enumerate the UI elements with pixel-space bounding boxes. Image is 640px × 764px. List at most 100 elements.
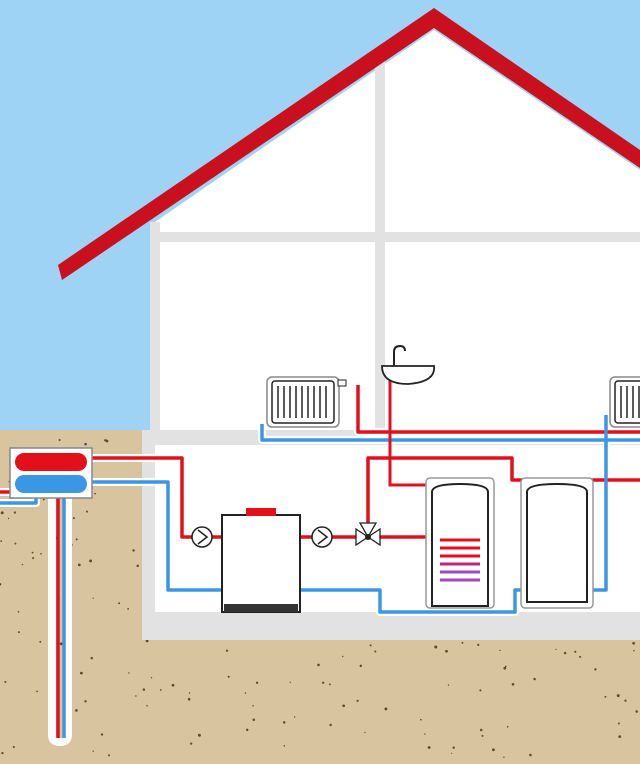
soil-speck [359,664,363,668]
soil-speck [633,650,635,652]
soil-speck [188,692,191,694]
soil-speck [142,688,146,691]
soil-speck [58,438,61,442]
soil-speck [84,700,87,703]
soil-speck [579,655,582,658]
soil-speck [529,753,532,757]
heat-pump-unit [221,508,301,613]
soil-speck [190,742,193,745]
soil-speck [479,689,482,692]
soil-speck [461,641,464,644]
soil-speck [563,651,567,655]
soil-speck [32,557,35,560]
soil-speck [342,655,344,658]
soil-speck [7,517,10,520]
soil-speck [503,666,507,670]
soil-speck [59,642,63,646]
soil-speck [145,639,149,643]
soil-speck [108,754,110,757]
pump-icon [191,526,213,548]
soil-speck [13,511,17,514]
soil-speck [342,704,346,708]
soil-speck [356,699,359,702]
soil-speck [329,723,332,727]
soil-speck [77,563,81,567]
soil-speck [14,542,17,545]
soil-speck [555,648,557,651]
soil-speck [604,695,607,698]
soil-speck [0,511,4,515]
soil-speck [283,745,286,747]
soil-speck [499,649,501,652]
soil-speck [317,663,320,667]
soil-speck [90,656,94,660]
soil-speck [244,692,247,694]
radiator-icon [609,376,640,428]
soil-speck [451,752,453,754]
soil-speck [80,671,83,675]
soil-speck [635,710,638,713]
house-gable-wall [155,30,640,430]
soil-speck [374,650,377,653]
collector-box [9,447,93,499]
soil-speck [506,725,509,728]
soil-speck [384,707,388,711]
cold-pipes [0,415,640,738]
soil-speck [294,716,296,718]
soil-speck [632,641,635,645]
soil-speck [479,728,483,732]
soil-speck [618,735,622,738]
soil-speck [452,746,455,749]
soil-speck [40,552,42,555]
soil-speck [146,705,148,707]
soil-speck [75,709,78,712]
soil-speck [447,684,450,686]
soil-speck [624,699,627,702]
soil-speck [477,643,480,647]
soil-speck [17,631,20,634]
soil-speck [328,683,331,686]
soil-speck [84,442,87,446]
soil-speck [42,498,45,501]
three-way-valve-icon [355,522,381,547]
soil-speck [1,751,4,755]
soil-speck [533,677,536,681]
soil-speck [503,756,505,758]
radiator-icon [266,376,347,428]
soil-speck [511,682,515,686]
soil-speck [434,645,438,649]
soil-speck [12,745,15,749]
soil-speck [322,681,325,684]
soil-speck [0,582,2,586]
soil-speck [105,439,109,443]
soil-speck [92,750,94,752]
soil-speck [369,644,372,647]
soil-speck [159,689,162,691]
soil-speck [128,672,130,674]
soil-speck [171,683,175,687]
soil-speck [616,694,620,698]
soil-speck [92,597,94,599]
soil-speck [72,517,75,520]
washbasin-icon [381,344,435,385]
soil-speck [364,731,366,734]
soil-speck [282,721,286,724]
soil-speck [420,718,422,721]
soil-speck [289,681,291,683]
soil-speck [0,540,3,542]
house-frame [150,55,640,430]
soil-speck [574,650,577,653]
soil-speck [31,551,34,554]
soil-speck [424,733,426,735]
soil-speck [197,733,201,737]
soil-speck [150,677,153,679]
soil-speck [36,690,38,693]
soil-speck [252,718,256,722]
soil-speck [255,681,259,684]
soil-speck [127,608,129,610]
soil-speck [187,697,191,701]
soil-speck [75,538,78,541]
soil-speck [21,563,24,566]
soil-speck [427,746,431,749]
